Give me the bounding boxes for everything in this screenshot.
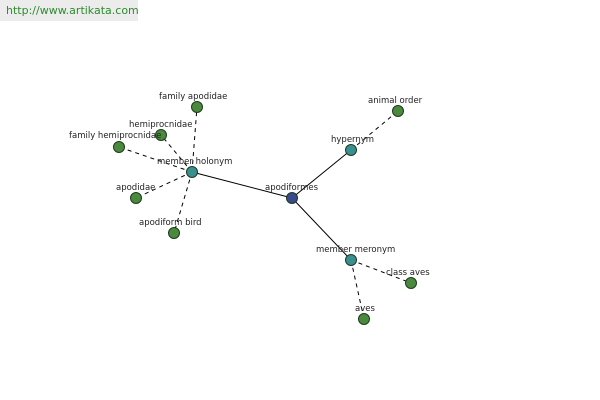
node-apodidae[interactable] (130, 192, 142, 204)
label-family-hemiprocnidae: family hemiprocnidae (69, 131, 161, 141)
edge-member-holonym-to-family-hemiprocnidae (118, 146, 193, 173)
graph-nodes (113, 101, 417, 325)
label-member-meronym: member meronym (316, 245, 395, 255)
edge-member-holonym-to-apodiform-bird (173, 171, 193, 234)
edge-member-holonym-to-family-apodidae (191, 106, 198, 173)
edge-member-holonym-to-apodidae (135, 171, 193, 199)
node-hypernym[interactable] (345, 144, 357, 156)
graph-edges (118, 106, 412, 320)
label-apodidae: apodidae (116, 183, 155, 193)
edge-member-meronym-to-aves (350, 259, 365, 320)
node-apodiform-bird[interactable] (168, 227, 180, 239)
label-apodiformes: apodiformes (265, 183, 319, 193)
label-hemiprocnidae: hemiprocnidae (129, 120, 192, 130)
edge-apodiformes-to-member-meronym (291, 197, 352, 261)
node-member-meronym[interactable] (345, 254, 357, 266)
node-family-hemiprocnidae[interactable] (113, 141, 125, 153)
edge-apodiformes-to-hypernym (291, 149, 352, 199)
url-banner: http://www.artikata.com (0, 0, 139, 21)
node-class-aves[interactable] (405, 277, 417, 289)
node-animal-order[interactable] (392, 105, 404, 117)
url-text[interactable]: http://www.artikata.com (6, 4, 139, 17)
edge-member-holonym-to-hemiprocnidae (160, 134, 193, 173)
node-aves[interactable] (358, 313, 370, 325)
edge-member-meronym-to-class-aves (350, 259, 412, 284)
label-hypernym: hypernym (331, 135, 374, 145)
label-member-holonym: member holonym (157, 157, 232, 167)
graph-labels: apodiformes member holonym hypernym member … (69, 92, 430, 314)
node-family-apodidae[interactable] (191, 101, 203, 113)
label-animal-order: animal order (368, 96, 423, 106)
edge-apodiformes-to-member-holonym (191, 171, 293, 199)
node-apodiformes[interactable] (286, 192, 298, 204)
label-family-apodidae: family apodidae (159, 92, 227, 102)
label-aves: aves (355, 304, 375, 314)
edge-hypernym-to-animal-order (350, 110, 399, 151)
label-apodiform-bird: apodiform bird (139, 218, 202, 228)
node-hemiprocnidae[interactable] (155, 129, 167, 141)
node-member-holonym[interactable] (186, 166, 198, 178)
label-class-aves: class aves (386, 268, 430, 278)
